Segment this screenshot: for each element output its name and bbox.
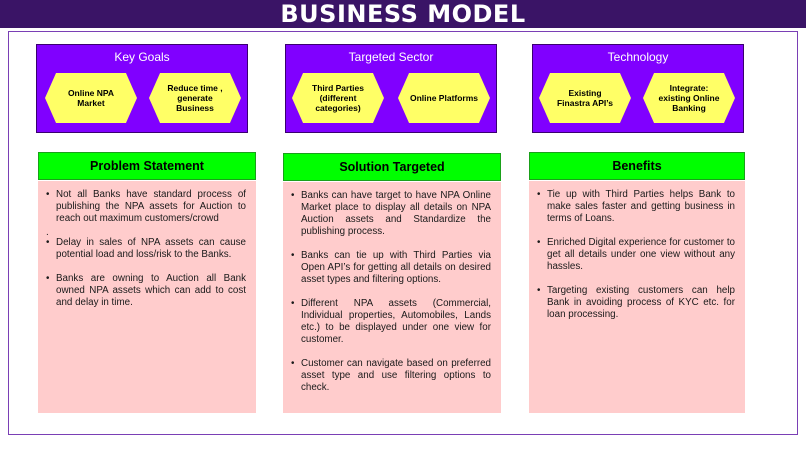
problem-statement-heading: Problem Statement	[38, 152, 256, 180]
key-goals-box: Key Goals Online NPA Market Reduce time …	[36, 44, 248, 133]
problem-bullet-3: Banks are owning to Auction all Bank own…	[46, 273, 246, 309]
targeted-sector-title: Targeted Sector	[348, 50, 434, 64]
targeted-sector-item-2: Online Platforms	[398, 73, 490, 123]
key-goals-item-1: Online NPA Market	[45, 73, 137, 123]
content-frame	[8, 31, 798, 435]
technology-item-1: Existing Finastra API’s	[539, 73, 631, 123]
benefits-bullet-1: Tie up with Third Parties helps Bank to …	[537, 189, 735, 225]
solution-bullet-1: Banks can have target to have NPA Online…	[291, 190, 491, 238]
technology-item-2: Integrate: existing Online Banking	[643, 73, 735, 123]
benefits-panel: Tie up with Third Parties helps Bank to …	[529, 181, 745, 413]
key-goals-item-2: Reduce time , generate Business	[149, 73, 241, 123]
solution-targeted-heading: Solution Targeted	[283, 153, 501, 181]
solution-bullet-3: Different NPA assets (Commercial, Indivi…	[291, 298, 491, 346]
solution-bullet-4: Customer can navigate based on preferred…	[291, 358, 491, 394]
benefits-heading: Benefits	[529, 152, 745, 180]
targeted-sector-item-1: Third Parties (different categories)	[292, 73, 384, 123]
problem-bullet-1: Not all Banks have standard process of p…	[46, 189, 246, 225]
solution-targeted-panel: Banks can have target to have NPA Online…	[283, 182, 501, 413]
technology-title: Technology	[607, 50, 669, 64]
targeted-sector-box: Targeted Sector Third Parties (different…	[285, 44, 497, 133]
key-goals-title: Key Goals	[114, 50, 170, 64]
solution-bullet-2: Banks can tie up with Third Parties via …	[291, 250, 491, 286]
problem-stray-dot: .	[46, 227, 49, 238]
benefits-bullet-3: Targeting existing customers can help Ba…	[537, 285, 735, 321]
problem-statement-panel: Not all Banks have standard process of p…	[38, 181, 256, 413]
page-title: BUSINESS MODEL	[280, 0, 526, 28]
title-bar: BUSINESS MODEL	[0, 0, 806, 28]
technology-box: Technology Existing Finastra API’s Integ…	[532, 44, 744, 133]
benefits-bullet-2: Enriched Digital experience for customer…	[537, 237, 735, 273]
problem-bullet-2: Delay in sales of NPA assets can cause p…	[46, 237, 246, 261]
